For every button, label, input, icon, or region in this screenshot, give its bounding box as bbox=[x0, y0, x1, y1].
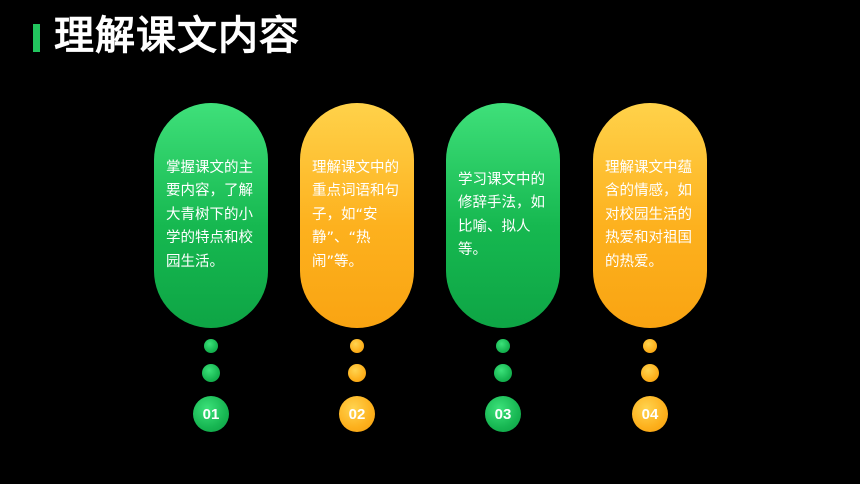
objective-number-3: 03 bbox=[485, 396, 521, 432]
connector-dot-large-3 bbox=[494, 364, 512, 382]
objective-card-2: 理解课文中的重点词语和句子，如“安静”、“热闹”等。 02 bbox=[300, 103, 414, 432]
objective-pill-3: 学习课文中的修辞手法，如比喻、拟人等。 bbox=[446, 103, 560, 328]
objective-text-1: 掌握课文的主要内容，了解大青树下的小学的特点和校园生活。 bbox=[166, 159, 253, 270]
connector-dot-small-1 bbox=[204, 339, 218, 353]
objective-pill-2: 理解课文中的重点词语和句子，如“安静”、“热闹”等。 bbox=[300, 103, 414, 328]
objective-pill-1: 掌握课文的主要内容，了解大青树下的小学的特点和校园生活。 bbox=[154, 103, 268, 328]
connector-dot-small-3 bbox=[496, 339, 510, 353]
page-title: 理解课文内容 bbox=[54, 13, 300, 59]
objective-text-3: 学习课文中的修辞手法，如比喻、拟人等。 bbox=[458, 171, 545, 259]
connector-dot-large-4 bbox=[641, 364, 659, 382]
title-accent-bar bbox=[33, 24, 40, 52]
connector-dot-small-4 bbox=[643, 339, 657, 353]
connector-dot-small-2 bbox=[350, 339, 364, 353]
objective-card-1: 掌握课文的主要内容，了解大青树下的小学的特点和校园生活。 01 bbox=[154, 103, 268, 432]
objective-number-1: 01 bbox=[193, 396, 229, 432]
objective-card-4: 理解课文中蕴含的情感，如对校园生活的热爱和对祖国的热爱。 04 bbox=[593, 103, 707, 432]
connector-dot-large-2 bbox=[348, 364, 366, 382]
connector-dot-large-1 bbox=[202, 364, 220, 382]
objective-text-4: 理解课文中蕴含的情感，如对校园生活的热爱和对祖国的热爱。 bbox=[605, 159, 692, 270]
objective-card-3: 学习课文中的修辞手法，如比喻、拟人等。 03 bbox=[446, 103, 560, 432]
objective-text-2: 理解课文中的重点词语和句子，如“安静”、“热闹”等。 bbox=[312, 159, 399, 270]
objective-pill-4: 理解课文中蕴含的情感，如对校园生活的热爱和对祖国的热爱。 bbox=[593, 103, 707, 328]
objective-number-4: 04 bbox=[632, 396, 668, 432]
objective-number-2: 02 bbox=[339, 396, 375, 432]
